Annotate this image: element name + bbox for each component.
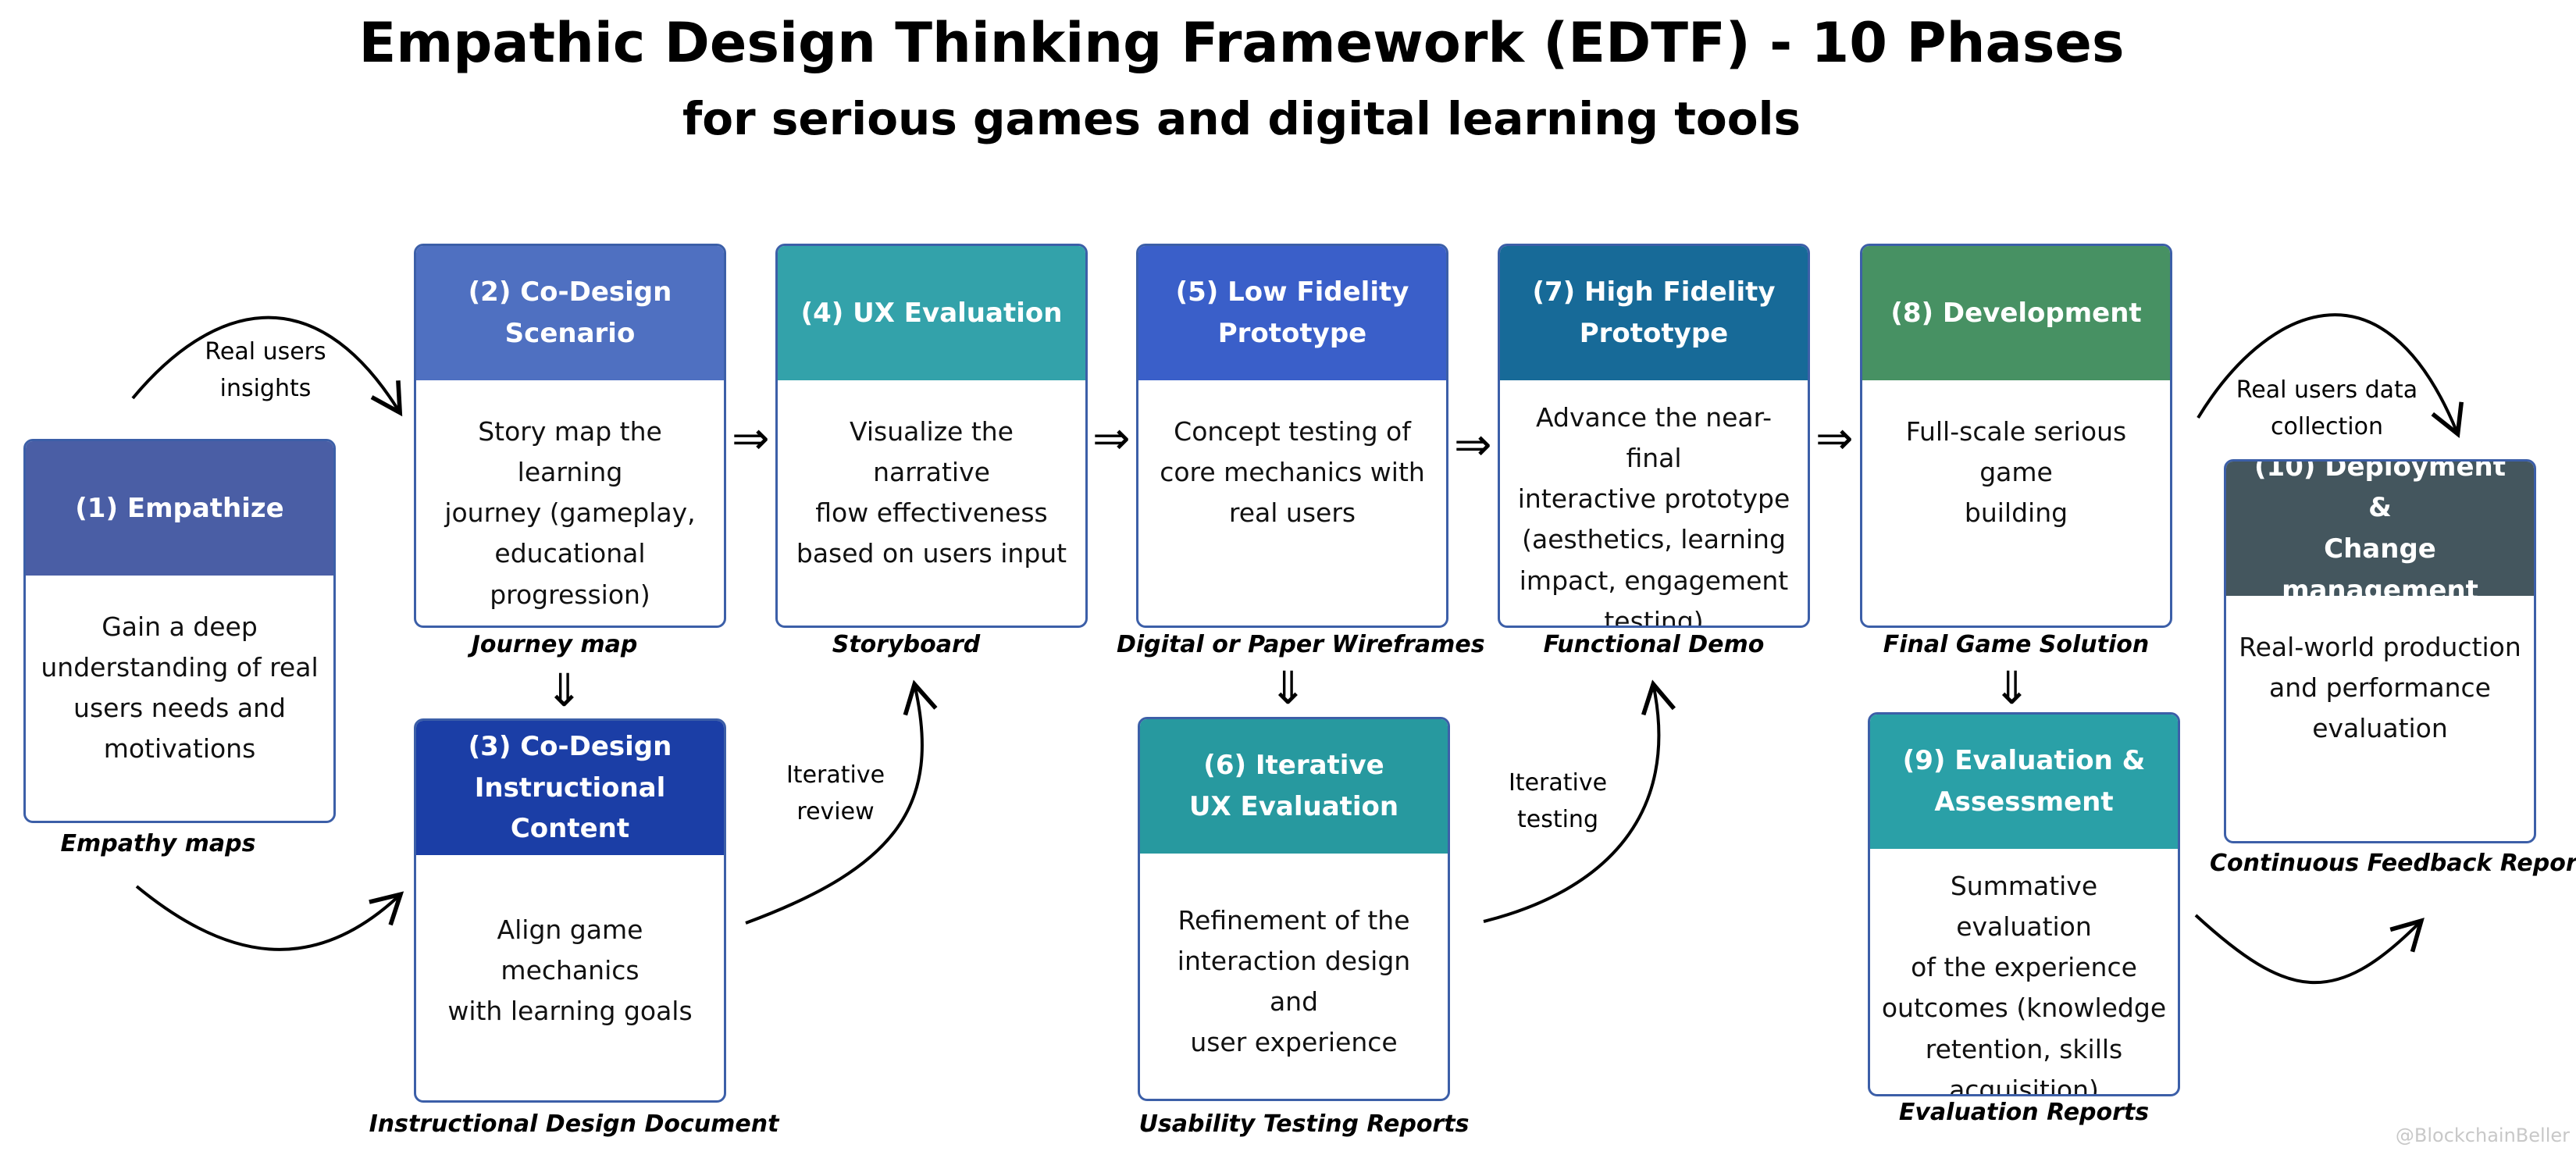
phase-4-output: Storyboard [832, 631, 981, 658]
down-double-arrow-5-6: ⇓ [1269, 661, 1307, 715]
phase-2-header: (2) Co-Design Scenario [416, 246, 724, 380]
phase-10-description: Real-world production and performance ev… [2239, 632, 2521, 744]
phase-4-header: (4) UX Evaluation [778, 246, 1085, 380]
phase-1-output: Empathy maps [60, 830, 256, 857]
phase-3-header: (3) Co-Design Instructional Content [416, 721, 724, 855]
phase-8-description: Full-scale serious game building [1905, 416, 2127, 529]
phase-9-header: (9) Evaluation & Assessment [1870, 715, 2178, 849]
phase-card-7: (7) High Fidelity Prototype Advance the … [1498, 244, 1810, 628]
phase-2-description: Story map the learning journey (gameplay… [444, 416, 696, 610]
diagram-subtitle: for serious games and digital learning t… [682, 92, 1801, 145]
watermark: @BlockchainBeller [2395, 1125, 2570, 1146]
phase-8-header: (8) Development [1862, 246, 2170, 380]
right-double-arrow-7-8: ⇒ [1815, 412, 1854, 465]
phase-1-header: (1) Empathize [26, 441, 333, 576]
arrow-development-to-deployment [2197, 313, 2464, 439]
phase-7-output: Functional Demo [1543, 631, 1765, 658]
phase-3-description: Align game mechanics with learning goals [447, 914, 693, 1027]
phase-7-description: Advance the near-final interactive proto… [1517, 402, 1790, 628]
phase-9-output: Evaluation Reports [1898, 1099, 2150, 1126]
arrow-empathize-to-content [135, 885, 404, 951]
phase-5-header: (5) Low Fidelity Prototype [1138, 246, 1446, 380]
right-double-arrow-2-4: ⇒ [732, 412, 770, 465]
arrow-iterative-to-high-fidelity [1483, 679, 1676, 923]
note-real-users-data-collection: Real users data collection [2236, 376, 2418, 440]
phase-4-description: Visualize the narrative flow effectivene… [796, 416, 1067, 569]
phase-1-description: Gain a deep understanding of real users … [41, 611, 319, 765]
arrow-empathize-to-scenario [131, 315, 403, 417]
phase-10-header: (10) Deployment & Change management [2226, 462, 2534, 606]
phase-2-output: Journey map [471, 631, 638, 658]
down-double-arrow-8-9: ⇓ [1993, 661, 2031, 715]
phase-3-output: Instructional Design Document [369, 1110, 779, 1138]
diagram-title: Empathic Design Thinking Framework (EDTF… [358, 11, 2125, 75]
phase-8-output: Final Game Solution [1883, 631, 2150, 658]
phase-card-8: (8) Development Full-scale serious game … [1860, 244, 2172, 628]
phase-card-1: (1) Empathize Gain a deep understanding … [23, 439, 336, 823]
phase-5-description: Concept testing of core mechanics with r… [1160, 416, 1425, 529]
phase-6-description: Refinement of the interaction design and… [1177, 905, 1411, 1058]
phase-card-2: (2) Co-Design Scenario Story map the lea… [414, 244, 726, 628]
right-double-arrow-5-7: ⇒ [1454, 418, 1492, 471]
phase-10-output: Continuous Feedback Reports [2210, 850, 2576, 877]
phase-card-6: (6) Iterative UX Evaluation Refinement o… [1138, 717, 1450, 1101]
phase-7-header: (7) High Fidelity Prototype [1500, 246, 1808, 380]
right-double-arrow-4-5: ⇒ [1092, 412, 1131, 465]
note-real-users-insights: Real users insights [205, 338, 326, 402]
phase-5-output: Digital or Paper Wireframes [1117, 631, 1485, 658]
note-iterative-review: Iterative review [786, 761, 885, 825]
down-double-arrow-2-3: ⇓ [545, 664, 583, 717]
phase-card-10: (10) Deployment & Change management Real… [2224, 459, 2536, 843]
phase-6-header: (6) Iterative UX Evaluation [1140, 719, 1448, 854]
note-iterative-testing: Iterative testing [1508, 769, 1608, 833]
phase-card-9: (9) Evaluation & Assessment Summative ev… [1868, 712, 2180, 1096]
phase-card-4: (4) UX Evaluation Visualize the narrativ… [775, 244, 1088, 628]
phase-6-output: Usability Testing Reports [1138, 1110, 1470, 1138]
phase-card-5: (5) Low Fidelity Prototype Concept testi… [1136, 244, 1448, 628]
phase-9-description: Summative evaluation of the experience o… [1881, 871, 2167, 1096]
arrow-evaluation-to-feedback [2194, 914, 2425, 984]
phase-card-3: (3) Co-Design Instructional Content Alig… [414, 718, 726, 1103]
arrow-content-to-ux-evaluation [745, 679, 938, 925]
